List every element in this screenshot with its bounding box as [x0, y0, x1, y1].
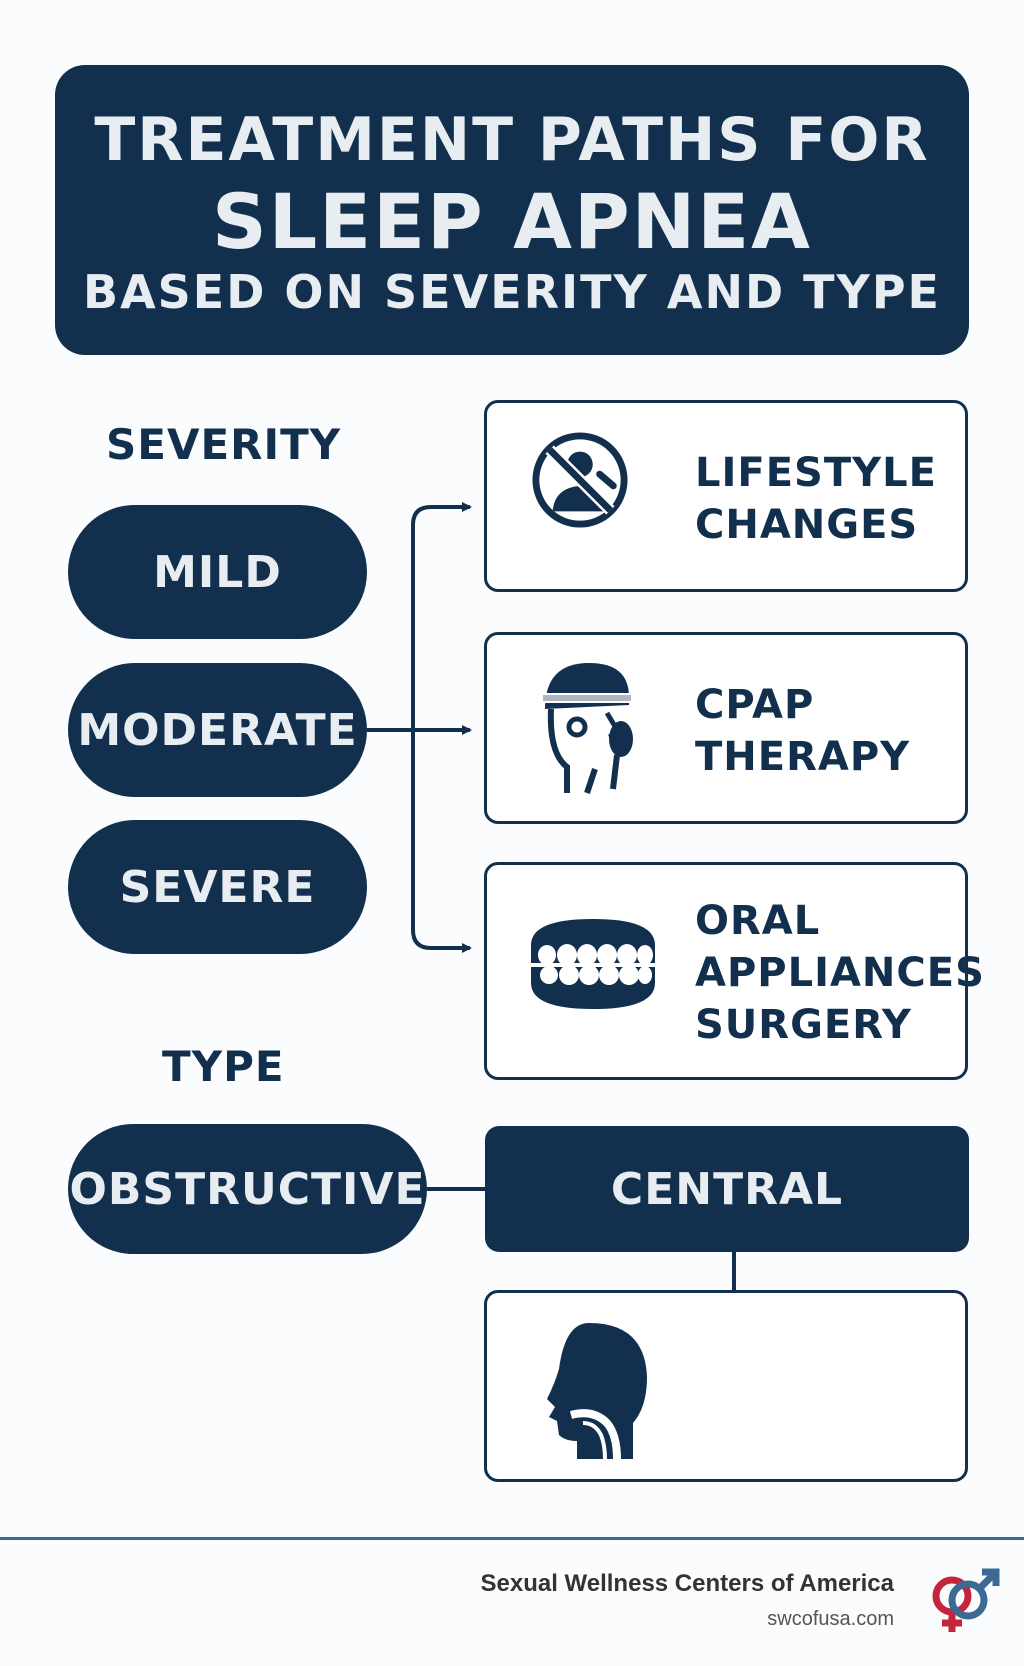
gender-symbols-logo-icon [922, 1566, 1002, 1640]
arrow-lifestyle [411, 502, 472, 730]
treatment-cpap-label: CPAP THERAPY [695, 682, 911, 780]
severity-moderate: MODERATE [68, 663, 367, 797]
no-smoking-icon [531, 431, 629, 533]
severity-label: SEVERITY [106, 420, 342, 469]
head-airway-icon [537, 1319, 657, 1465]
dental-appliance-icon [527, 915, 659, 1017]
title-line-3: BASED ON SEVERITY AND TYPE [83, 265, 941, 319]
severity-severe: SEVERE [68, 820, 367, 954]
footer-org-name: Sexual Wellness Centers of America [480, 1570, 894, 1597]
arrow-oral [411, 730, 472, 953]
type-label: TYPE [162, 1042, 285, 1091]
treatment-lifestyle-box: LIFESTYLE CHANGES [484, 400, 968, 592]
cpap-mask-icon [537, 657, 647, 801]
treatment-oral-label: ORAL APPLIANCES SURGERY [695, 898, 985, 1048]
severity-mild: MILD [68, 505, 367, 639]
central-icon-box [484, 1290, 968, 1482]
title-line-1: TREATMENT PATHS FOR [94, 105, 930, 175]
footer-url: swcofusa.com [767, 1608, 894, 1630]
type-obstructive: OBSTRUCTIVE [68, 1124, 427, 1254]
type-central: CENTRAL [485, 1126, 969, 1252]
footer-divider [0, 1537, 1024, 1540]
title-banner: TREATMENT PATHS FOR SLEEP APNEA BASED ON… [55, 65, 969, 355]
treatment-cpap-box: CPAP THERAPY [484, 632, 968, 824]
treatment-oral-box: ORAL APPLIANCES SURGERY [484, 862, 984, 1080]
title-line-2: SLEEP APNEA [211, 177, 812, 266]
treatment-lifestyle-label: LIFESTYLE CHANGES [695, 450, 937, 548]
